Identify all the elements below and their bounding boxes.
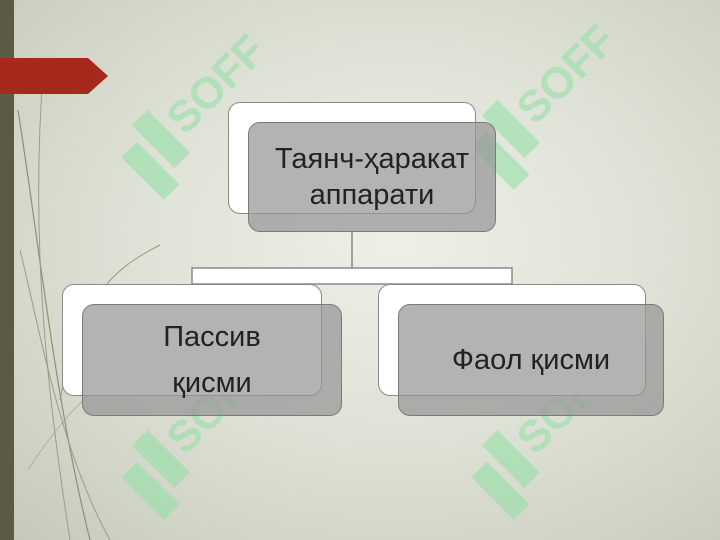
root-node-label-line1: Таянч-ҳаракат xyxy=(274,143,469,175)
soff-watermark-logo: SOFF xyxy=(90,26,280,205)
right-child-box: Фаол қисми xyxy=(398,304,664,416)
left-sidebar-bar xyxy=(0,0,14,540)
soff-watermark-logo: SOFF xyxy=(440,16,630,195)
left-child-label-line2: қисми xyxy=(172,367,252,399)
right-child-label: Фаол қисми xyxy=(451,344,611,376)
title-arrow-flag xyxy=(0,58,108,94)
root-node-label-line2: аппарати xyxy=(309,179,435,211)
left-child-box: Пассив қисми xyxy=(82,304,342,416)
root-node-box: Таянч-ҳаракат аппарати xyxy=(248,122,496,232)
left-child-label-line1: Пассив xyxy=(163,321,261,353)
